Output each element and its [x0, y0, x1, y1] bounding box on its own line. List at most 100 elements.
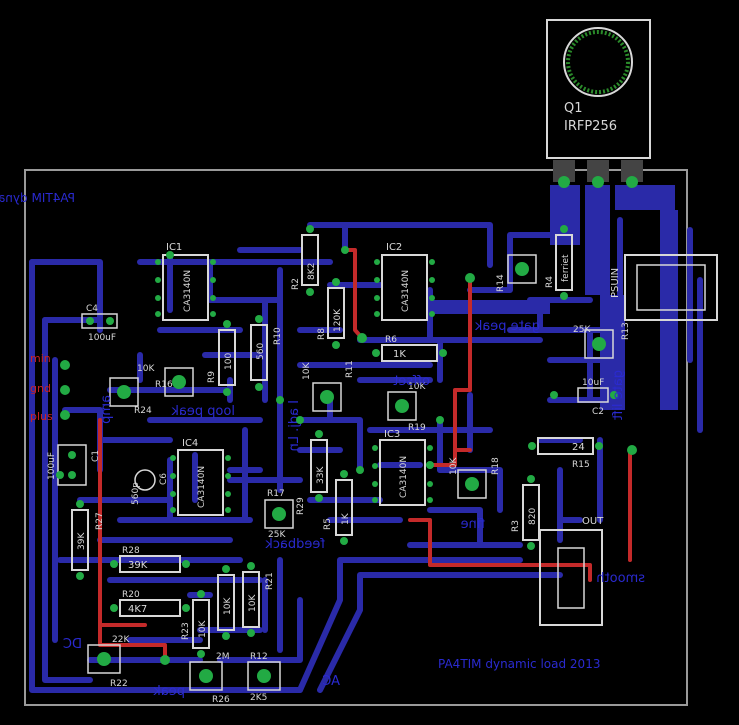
r24-ref: R24	[134, 406, 152, 416]
r11-value: 10K	[302, 362, 312, 380]
function-labels: gate peak gate lift loop peak offset amp…	[63, 319, 645, 699]
ic2-value: CA3140N	[401, 270, 411, 312]
label-lf-adj: I adj. Ln	[287, 400, 302, 452]
r5-value: 1K	[341, 512, 351, 525]
ic3: IC3 CA3140N	[372, 429, 433, 506]
r20-value: 39K	[128, 560, 148, 571]
c6-value: 560p	[131, 482, 141, 505]
r20-ref: R28	[122, 546, 140, 556]
r6-value: 1K	[393, 349, 406, 360]
board-title-bottom: PA4TIM dynamic load 2013	[438, 657, 600, 671]
label-smooth: smooth	[596, 571, 645, 586]
r28-value: 39K	[77, 532, 87, 550]
top-traces	[98, 248, 632, 662]
r18-value: 10K	[449, 457, 459, 475]
label-feedback: feedback	[265, 537, 325, 552]
r9-ref: R9	[207, 371, 217, 383]
r26-ref: R26	[212, 695, 230, 705]
label-gate-lift: gate lift	[611, 370, 626, 420]
q1-ref: Q1	[564, 101, 583, 116]
c6-ref: C6	[159, 473, 169, 485]
r7-value: 33K	[316, 466, 326, 484]
ic1: IC1 CA3140N	[155, 242, 216, 321]
label-loop-peak: loop peak	[171, 404, 235, 419]
capacitor-c6: 560p C6	[131, 469, 169, 505]
out-label: OUT	[582, 516, 604, 527]
c1-ref: C1	[91, 450, 101, 462]
label-amp: amp	[99, 395, 114, 424]
label-dc: DC	[63, 637, 82, 652]
r6-ref: R6	[385, 335, 397, 345]
r8-value: 120K	[333, 308, 343, 332]
r17-ref: R17	[267, 489, 285, 499]
r9-value: 100	[224, 353, 234, 370]
label-gnd: gnd	[30, 382, 51, 395]
r23-ref: R23	[181, 622, 191, 640]
r26-value: 2M	[216, 652, 230, 662]
r4-value: ferriet	[561, 254, 571, 282]
ic3-value: CA3140N	[399, 456, 409, 498]
q1-value: IRFP256	[564, 119, 617, 134]
ic1-ref: IC1	[166, 242, 182, 253]
label-min: min	[30, 352, 51, 365]
vias	[56, 246, 637, 665]
r25-value: 10K	[223, 597, 233, 615]
c4-value: 100uF	[88, 333, 116, 343]
r2-ref: R2	[291, 278, 301, 290]
capacitor-c4: C4 100uF	[81, 304, 118, 343]
r15-ref: R15	[572, 460, 590, 470]
c2-ref: C2	[592, 407, 604, 417]
r19-value: 10K	[408, 382, 426, 392]
r2-value: 8K2	[307, 263, 317, 280]
resistor-r28: 39K R27	[71, 500, 105, 580]
psuin-label: PSUIN	[610, 268, 621, 298]
resistor-r27: 4K7 R20	[110, 590, 190, 617]
trimmer-r22: 22K R22	[87, 635, 130, 689]
connector-psuin: PSUIN	[610, 254, 718, 321]
c2-value: 10uF	[582, 378, 604, 388]
q1-transistor: Q1 IRFP256	[546, 19, 651, 188]
trimmer-r11: 10K R11	[302, 360, 355, 412]
r16-ref: R16	[155, 380, 173, 390]
r13-value: 25K	[573, 325, 591, 335]
resistor-r25: 10K	[217, 565, 235, 640]
r10-value: 560	[256, 343, 266, 360]
resistor-r23: 10K R23	[181, 590, 210, 658]
r15-value: 24	[572, 442, 585, 453]
capacitor-c1: 100uF C1	[47, 444, 101, 486]
r22-value: 22K	[112, 635, 130, 645]
r3-value: 820	[528, 508, 538, 525]
ic1-value: CA3140N	[183, 270, 193, 312]
r8-ref: R8	[317, 328, 327, 340]
trimmer-r26: 2M R26	[189, 652, 230, 705]
label-gate-peak: gate peak	[474, 319, 540, 334]
label-fine: fine	[461, 517, 485, 532]
resistor-r10: 560 R10	[250, 315, 283, 391]
label-plus: plus	[30, 410, 53, 423]
r11-ref: R11	[345, 360, 355, 378]
trimmer-r12: R12 2K5	[247, 652, 281, 703]
resistor-r3: 820 R3	[511, 475, 540, 550]
ic4-ref: IC4	[182, 438, 198, 449]
trimmer-r17: R17	[267, 489, 285, 499]
r4-ref: R4	[545, 276, 555, 288]
trimmer-r18: 10K R18	[449, 457, 501, 499]
r16-value: 10K	[137, 364, 155, 374]
resistor-r2: 8K2 R2	[291, 225, 319, 296]
r13-ref: R13	[621, 322, 631, 340]
ic3-ref: IC3	[384, 429, 400, 440]
capacitor-c2: 10uF C2	[550, 378, 618, 417]
label-peak: peak	[153, 684, 185, 699]
r3-ref: R3	[511, 520, 521, 532]
r27-value: 4K7	[128, 604, 147, 615]
resistor-r20: 39K R28	[110, 546, 190, 573]
r18-ref: R18	[491, 457, 501, 475]
r19-ref: R19	[408, 423, 426, 433]
resistor-r5: 1K R5	[323, 470, 353, 545]
r21-value: 10K	[248, 594, 258, 612]
trimmer-r29: 25K R29	[264, 497, 306, 540]
r10-ref: R10	[273, 327, 283, 345]
r29-value: 25K	[268, 530, 286, 540]
board-title-top: PA4TIM dynamic load 2013	[0, 191, 75, 205]
r12-value: 2K5	[250, 693, 267, 703]
